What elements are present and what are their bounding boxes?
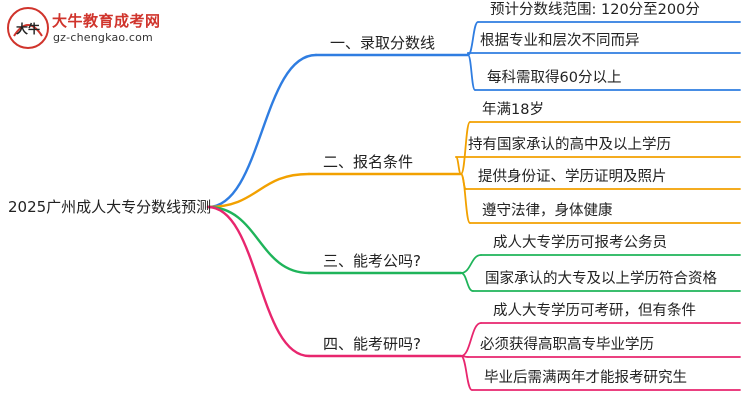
leaf-civil-service-eligible: 成人大专学历可报考公务员	[493, 235, 667, 251]
branch-label-postgraduate: 四、能考研吗?	[323, 335, 421, 353]
leaf-documents-requirement: 提供身份证、学历证明及照片	[478, 169, 667, 185]
leaf-connector	[460, 355, 473, 391]
leaf-connector	[460, 173, 471, 224]
branch-label-registration-requirements: 二、报名条件	[323, 153, 414, 171]
leaf-vocational-diploma-required: 必须获得高职高专毕业学历	[480, 337, 654, 353]
logo-url: gz-chengkao.com	[53, 31, 153, 44]
branch-label-admission-scores: 一、录取分数线	[330, 34, 436, 52]
leaf-connector	[460, 254, 482, 274]
leaf-score-range: 预计分数线范围: 120分至200分	[490, 2, 700, 18]
root-topic: 2025广州成人大专分数线预测	[8, 198, 212, 216]
leaf-connector	[455, 156, 462, 175]
branch-connector	[206, 205, 311, 275]
leaf-connector	[467, 54, 476, 91]
logo-mark-icon: 大牛	[7, 7, 49, 49]
leaf-postgrad-conditional: 成人大专学历可考研，但有条件	[493, 303, 696, 319]
leaf-connector	[460, 322, 482, 357]
branch-connector	[206, 53, 318, 209]
leaf-per-subject-minimum: 每科需取得60分以上	[487, 70, 622, 86]
branch-connector	[206, 205, 311, 358]
logo-title: 大牛教育成考网	[52, 12, 161, 30]
site-logo[interactable]: 大牛 大牛教育成考网 gz-chengkao.com	[6, 6, 176, 52]
leaf-law-health-requirement: 遵守法律，身体健康	[482, 203, 613, 219]
branch-connector	[206, 172, 311, 209]
leaf-connector	[460, 272, 474, 292]
branch-label-civil-service: 三、能考公吗?	[323, 252, 421, 270]
leaf-education-requirement: 持有国家承认的高中及以上学历	[468, 137, 671, 153]
leaf-connector	[467, 21, 479, 56]
leaf-age-requirement: 年满18岁	[482, 102, 544, 118]
logo-mark-glyph: 大牛	[16, 21, 40, 36]
leaf-connector	[460, 121, 471, 175]
leaf-recognized-diploma: 国家承认的大专及以上学历符合资格	[485, 271, 717, 287]
leaf-two-years-after-graduation: 毕业后需满两年才能报考研究生	[484, 370, 687, 386]
leaf-varies-by-major: 根据专业和层次不同而异	[480, 33, 640, 49]
